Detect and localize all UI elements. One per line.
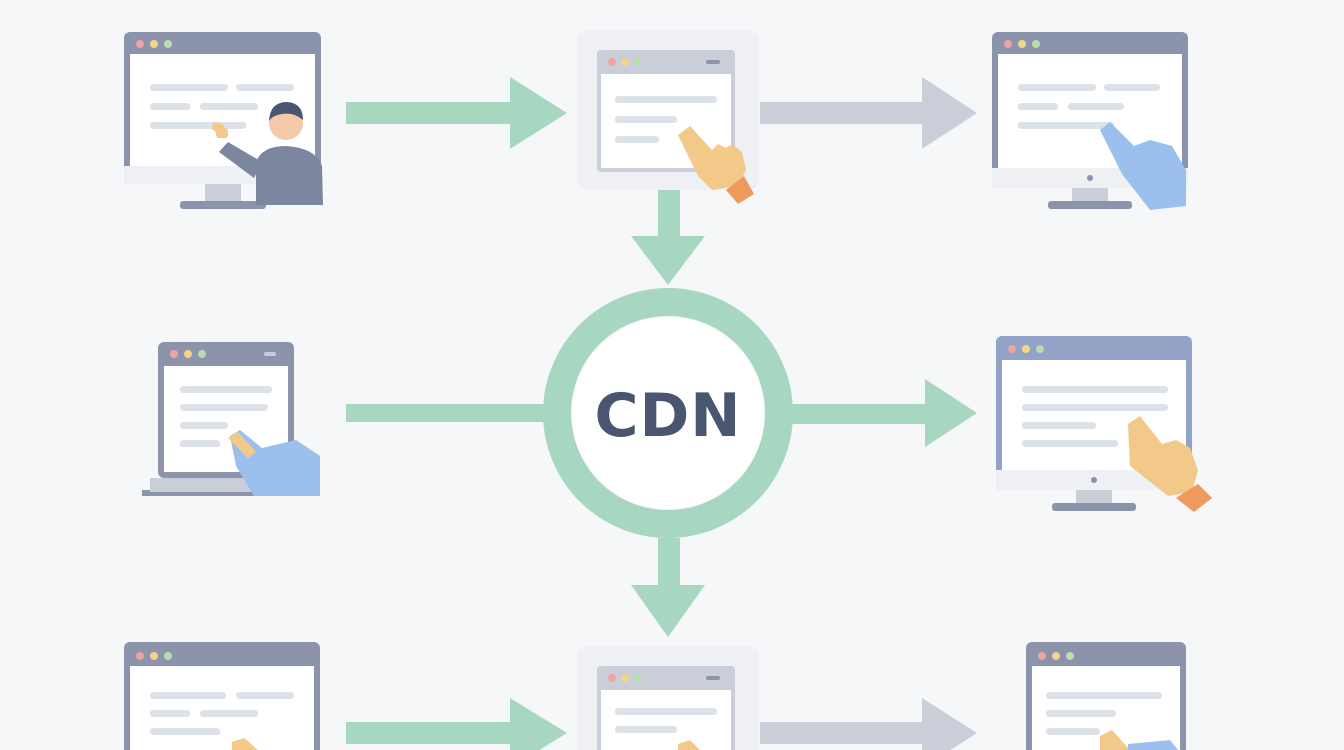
person-icon: [212, 102, 323, 205]
monitor-icon-bottom-left: [124, 642, 320, 750]
pointing-hand-icon-middle-right: [1128, 416, 1212, 512]
arrow-icon-top-right: [760, 77, 977, 149]
arrow-icon-down-to-cdn: [631, 190, 705, 285]
arrow-icon-bottom-right: [760, 698, 977, 750]
arrow-icon-cdn-to-right: [788, 379, 977, 447]
browser-window-icon-bottom: [577, 646, 759, 750]
pointing-hand-icon-laptop: [228, 430, 320, 496]
cdn-hub: CDN: [543, 288, 793, 538]
arrow-icon-cdn-down: [631, 538, 705, 637]
arrow-icon-top-left: [346, 77, 567, 149]
pointing-hand-icon-top-right: [1100, 122, 1186, 210]
pointing-hand-icon-top: [678, 126, 754, 204]
cdn-label: CDN: [594, 381, 741, 451]
monitor-icon-bottom-right: [1026, 642, 1186, 750]
arrow-icon-bottom-left: [346, 698, 567, 750]
connector-laptop-to-cdn: [346, 404, 548, 422]
